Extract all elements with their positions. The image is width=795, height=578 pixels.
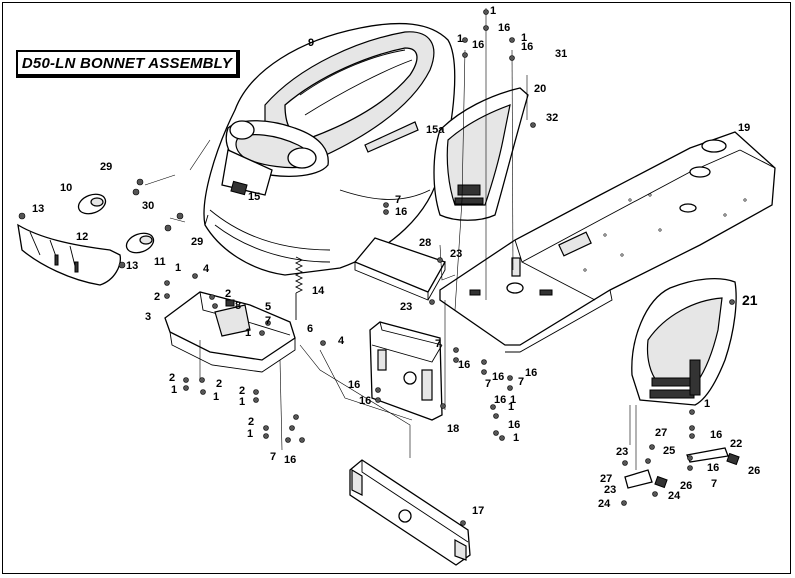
callout: 19	[738, 122, 750, 134]
callout: 14	[312, 285, 325, 297]
callout: 16	[395, 206, 407, 218]
callout: 25	[663, 445, 675, 457]
callout: 30	[142, 200, 154, 212]
callout: 1	[213, 391, 219, 403]
callout: 1	[513, 432, 519, 444]
callout: 16	[521, 41, 533, 53]
callout: 16	[508, 419, 520, 431]
leader-lines	[144, 8, 637, 470]
callout: 16	[710, 429, 722, 441]
callout: 13	[32, 203, 44, 215]
callout: 7	[265, 315, 271, 327]
callout: 16	[348, 379, 360, 391]
dash-bracket	[369, 321, 443, 421]
callout: 4	[338, 335, 345, 347]
callout: 22	[730, 438, 742, 450]
headlight-right	[125, 232, 155, 254]
callout: 8	[235, 300, 241, 312]
callout: 32	[546, 112, 558, 124]
callout: 11	[154, 256, 166, 268]
callout: 2	[216, 378, 222, 390]
spring	[294, 256, 304, 320]
callout: 23	[616, 446, 628, 458]
callout: 2	[239, 385, 245, 397]
callout: 1	[704, 398, 710, 410]
callout: 2	[169, 372, 175, 384]
callout: 1	[239, 396, 245, 408]
callout: 24	[598, 498, 611, 510]
pivot-plate	[353, 237, 446, 301]
callout: 29	[191, 236, 203, 248]
callout: 20	[534, 83, 546, 95]
light-bracket	[17, 223, 121, 286]
callout: 7	[395, 194, 401, 206]
main-frame	[439, 131, 776, 353]
callout: 16	[707, 462, 719, 474]
callout: 1	[245, 327, 251, 339]
callout: 26	[680, 480, 692, 492]
title-box: D50-LN BONNET ASSEMBLY	[16, 50, 240, 78]
callout: 21	[742, 292, 758, 308]
callout: 6	[307, 323, 313, 335]
callout: 27	[600, 473, 612, 485]
callout: 26	[748, 465, 760, 477]
callout-labels: 1 16 1 16 1 16 31 20 32 19 9 15a 15 29 3…	[32, 5, 760, 517]
diagram-title: D50-LN BONNET ASSEMBLY	[21, 55, 233, 72]
callout: 16	[284, 454, 296, 466]
callout: 27	[655, 427, 667, 439]
callout: 2	[225, 288, 231, 300]
callout: 1	[247, 428, 253, 440]
callout: 23	[604, 484, 616, 496]
callout: 1	[457, 33, 463, 45]
callout: 15a	[426, 124, 445, 136]
callout: 10	[60, 182, 72, 194]
hardware	[18, 9, 735, 526]
callout: 1	[175, 262, 181, 274]
callout: 4	[203, 263, 210, 275]
callout: 2	[154, 291, 160, 303]
callout: 16	[458, 359, 470, 371]
callout: 16	[498, 22, 510, 34]
callout: 15	[248, 191, 260, 203]
callout: 3	[145, 311, 151, 323]
front-support	[164, 291, 296, 373]
callout: 31	[555, 48, 567, 60]
callout: 9	[308, 37, 314, 49]
dash-panel	[433, 87, 529, 221]
headlight-left	[77, 193, 107, 215]
callout: 1	[490, 5, 496, 17]
callout: 1	[521, 32, 527, 44]
front-bumper	[349, 459, 471, 566]
callout: 7	[485, 378, 491, 390]
callout: 28	[419, 237, 431, 249]
callout: 1	[508, 401, 514, 413]
bonnet-hood	[203, 22, 456, 276]
callout: 17	[472, 505, 484, 517]
callout: 16	[359, 395, 371, 407]
callout: 18	[447, 423, 459, 435]
callout: 7	[518, 376, 524, 388]
callout: 7	[270, 451, 276, 463]
callout: 5	[265, 301, 271, 313]
callout: 12	[76, 231, 88, 243]
callout: 7	[435, 338, 441, 350]
callout: 13	[126, 260, 138, 272]
rear-fender	[631, 278, 737, 406]
callout: 23	[450, 248, 462, 260]
callout: 16	[494, 394, 506, 406]
callout: 16	[472, 39, 484, 51]
callout: 1	[510, 394, 516, 406]
callout: 1	[171, 384, 177, 396]
callout: 7	[711, 478, 717, 490]
callout: 24	[668, 490, 681, 502]
callout: 23	[400, 301, 412, 313]
callout: 2	[248, 416, 254, 428]
callout: 16	[525, 367, 537, 379]
callout: 16	[492, 371, 504, 383]
callout: 29	[100, 161, 112, 173]
